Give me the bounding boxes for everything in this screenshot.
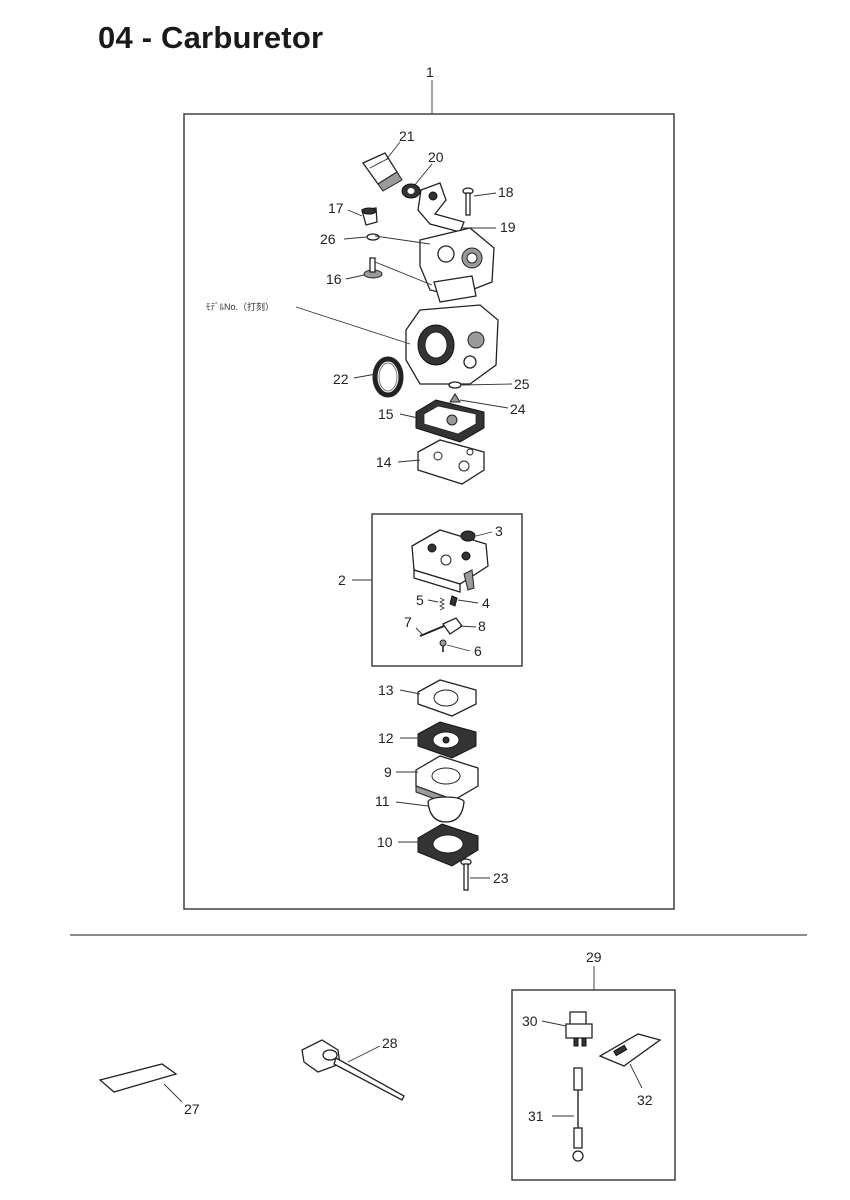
callout-25: 25 [514,376,530,392]
callout-4: 4 [482,595,490,611]
part-31-lead-wire [572,1067,584,1162]
callout-19: 19 [500,219,516,235]
callout-22: 22 [333,371,349,387]
callout-7: 7 [404,614,412,630]
callout-11: 11 [375,793,390,809]
subassembly-2-frame [371,513,523,667]
callout-3: 3 [495,523,503,539]
callout-18: 18 [498,184,514,200]
part-7-shaft [419,625,445,637]
part-3-screen [460,530,476,542]
callout-13: 13 [378,682,394,698]
callout-1: 1 [426,64,434,80]
callout-9: 9 [384,764,392,780]
callout-31: 31 [528,1108,544,1124]
leader-lines [163,80,643,1117]
callout-6: 6 [474,643,482,659]
callout-2: 2 [338,572,346,588]
part-16-plug [363,257,383,279]
part-6-screw [439,639,447,652]
part-18-screw [462,187,474,216]
part-27-label [98,1063,178,1093]
part-20-nut [401,183,421,199]
callout-17: 17 [328,200,344,216]
callout-23: 23 [493,870,509,886]
carburetor-body [295,304,499,385]
part-2-metering-body [411,529,489,593]
callout-26: 26 [320,231,336,247]
part-11-primer-bulb [427,796,465,823]
part-14-gasket [417,439,485,485]
part-30-switch [565,1011,593,1047]
callout-10: 10 [377,834,393,850]
part-28-wrench [301,1039,405,1101]
callout-8: 8 [478,618,486,634]
callout-15: 15 [378,406,394,422]
part-26-washer [366,233,380,241]
part-25-oring [448,381,462,389]
callout-12: 12 [378,730,394,746]
callout-27: 27 [184,1101,200,1117]
callout-28: 28 [382,1035,398,1051]
part-13-gasket [417,679,477,717]
callout-21: 21 [399,128,415,144]
page-title: 04 - Carburetor [98,20,324,55]
part-17-cap [361,207,378,226]
callout-30: 30 [522,1013,538,1029]
callout-32: 32 [637,1092,653,1108]
part-5-spring [438,597,446,611]
callout-29: 29 [586,949,602,965]
carburetor-assembly-frame [183,113,675,910]
part-12-diaphragm [417,721,477,759]
part-19-lever [417,182,465,233]
part-23-screw [460,858,472,891]
callout-24: 24 [510,401,526,417]
part-8-lever [442,617,463,635]
throttle-body-upper [374,227,495,303]
part-15-diaphragm [415,399,485,443]
callout-14: 14 [376,454,392,470]
stamp-note: ﾓﾃﾞﾙNo.（打刻） [206,301,274,312]
callout-20: 20 [428,149,444,165]
part-32-plate [598,1033,662,1067]
callout-16: 16 [326,271,342,287]
part-4-pin [449,595,458,607]
part-22-gasket [372,356,404,398]
part-21-knob [362,152,403,192]
kit-29-frame [511,989,676,1181]
callout-5: 5 [416,592,424,608]
part-24-needle [449,393,461,403]
part-10-cover-plate [417,823,479,867]
